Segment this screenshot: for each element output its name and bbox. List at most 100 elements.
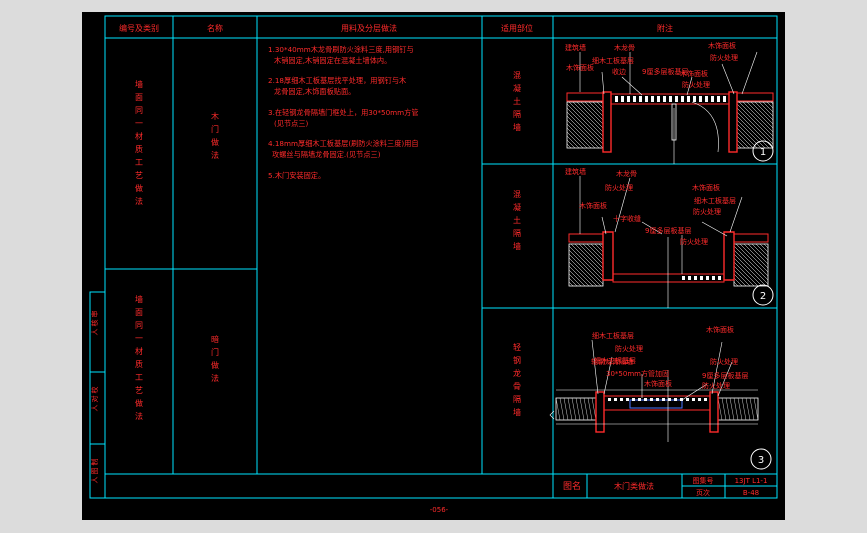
- side-sign-frame: [89, 291, 106, 499]
- svg-text:材: 材: [135, 131, 143, 141]
- svg-text:隔: 隔: [513, 110, 521, 119]
- page-number: -056-: [430, 506, 449, 514]
- svg-text:面: 面: [135, 308, 143, 317]
- detail-number-2: 2: [752, 284, 774, 306]
- d1-label-4: 细木工板基层: [592, 56, 634, 65]
- step-line-7: 4.18mm厚细木工板基层(刷防火涂料三度)用自: [268, 139, 419, 148]
- drawing-name: 木门类做法: [614, 481, 654, 491]
- wall-hatch: [733, 243, 769, 287]
- d1-label-9: 木饰面板: [680, 69, 708, 78]
- d3-label-10: 防火处理: [702, 381, 730, 390]
- svg-text:校: 校: [90, 387, 99, 394]
- cad-drawing: 编号及类别 名称 用料及分层做法 适用部位 附注 墙面同一材质工艺做法木门做法墙…: [89, 15, 778, 514]
- d2-label-2: 木龙骨: [616, 169, 637, 178]
- step-line-2: 木销固定,木销固定在混凝土墙体内。: [274, 56, 391, 65]
- svg-text:材: 材: [135, 346, 143, 356]
- step-line-1: 1.30*40mm木龙骨刷防火涂料三度,用钢钉与: [268, 45, 414, 54]
- svg-text:墙: 墙: [513, 122, 521, 132]
- svg-text:做: 做: [135, 183, 143, 193]
- drawing-sheet: 编号及类别 名称 用料及分层做法 适用部位 附注 墙面同一材质工艺做法木门做法墙…: [82, 12, 785, 520]
- svg-text:墙: 墙: [135, 294, 143, 304]
- d1-label-6: 收边: [612, 67, 626, 76]
- svg-text:3: 3: [758, 455, 764, 466]
- d3-label-8: 9厘多层板基层: [702, 371, 748, 380]
- d1-label-7: 9厘多层板基层: [642, 67, 688, 76]
- svg-text:工: 工: [135, 373, 143, 382]
- svg-text:质: 质: [135, 359, 143, 369]
- svg-text:门: 门: [211, 347, 219, 357]
- svg-text:一: 一: [135, 119, 143, 128]
- svg-text:对: 对: [90, 396, 99, 403]
- svg-text:法: 法: [211, 150, 219, 160]
- svg-text:同: 同: [135, 321, 143, 330]
- wall-hatch: [736, 101, 774, 149]
- svg-text:工: 工: [135, 158, 143, 167]
- svg-text:墙: 墙: [513, 241, 521, 251]
- svg-text:同: 同: [135, 106, 143, 115]
- svg-text:骨: 骨: [513, 382, 521, 391]
- svg-text:混: 混: [513, 190, 521, 199]
- svg-text:2: 2: [760, 291, 766, 302]
- svg-text:墙: 墙: [135, 79, 143, 89]
- d2-label-1: 建筑墙: [565, 167, 586, 176]
- d1-label-8: 防火处理: [710, 53, 738, 62]
- svg-text:土: 土: [513, 96, 521, 106]
- svg-text:1: 1: [760, 147, 766, 158]
- svg-text:土: 土: [513, 215, 521, 225]
- svg-text:轻: 轻: [513, 342, 521, 352]
- side-label-3: 制图人: [90, 459, 99, 484]
- d2-label-9: 9厘多层板基层: [645, 226, 691, 235]
- svg-text:法: 法: [135, 411, 143, 421]
- header-notes: 附注: [657, 23, 673, 33]
- wall-hatch: [566, 101, 604, 149]
- svg-text:墙: 墙: [513, 407, 521, 417]
- svg-text:一: 一: [135, 334, 143, 343]
- page-no: B-48: [743, 489, 759, 497]
- d3-label-1: 细木工板基层: [592, 331, 634, 340]
- svg-text:凝: 凝: [513, 83, 521, 93]
- d1-label-10: 防火处理: [682, 80, 710, 89]
- svg-text:面: 面: [135, 93, 143, 102]
- d2-label-4: 木饰面板: [692, 183, 720, 192]
- header-name: 名称: [207, 23, 223, 33]
- svg-text:隔: 隔: [513, 229, 521, 238]
- d1-label-2: 木龙骨: [614, 43, 635, 52]
- step-line-6: (见节点三): [274, 119, 309, 128]
- svg-text:凝: 凝: [513, 202, 521, 212]
- d2-label-7: 木饰面板: [579, 201, 607, 210]
- detail-number-1: 1: [752, 140, 774, 162]
- wall-hatch: [568, 243, 604, 287]
- d2-label-3: 防火处理: [605, 183, 633, 192]
- d1-label-1: 建筑墙: [565, 43, 586, 52]
- svg-text:做: 做: [211, 360, 219, 370]
- d2-label-10: 防火处理: [680, 237, 708, 246]
- d1-label-5: 木饰面板: [708, 41, 736, 50]
- svg-text:制: 制: [90, 459, 99, 466]
- header-materials: 用料及分层做法: [341, 23, 397, 33]
- d3-label-9: 木饰面板: [644, 379, 672, 388]
- svg-text:艺: 艺: [135, 171, 143, 180]
- d3-label-2: 木饰面板: [706, 325, 734, 334]
- svg-text:暗: 暗: [211, 334, 219, 344]
- side-label-2: 校对人: [90, 387, 99, 412]
- location-3: 轻钢龙骨隔墙: [513, 342, 521, 417]
- d3-label-7: 30*50mm方管加固: [606, 369, 669, 378]
- svg-text:门: 门: [211, 124, 219, 134]
- svg-text:隔: 隔: [513, 395, 521, 404]
- drawing-name-label: 图名: [563, 480, 581, 492]
- svg-text:人: 人: [91, 405, 99, 412]
- svg-text:图: 图: [91, 468, 99, 475]
- header-location: 适用部位: [501, 23, 533, 33]
- svg-text:核: 核: [90, 320, 99, 327]
- svg-text:做: 做: [211, 137, 219, 147]
- drawing-no: 13JT L1-1: [735, 477, 768, 485]
- svg-text:艺: 艺: [135, 386, 143, 395]
- d1-label-3: 木饰面板: [566, 63, 594, 72]
- svg-text:人: 人: [91, 477, 99, 484]
- header-number-type: 编号及类别: [119, 23, 159, 33]
- svg-text:法: 法: [135, 196, 143, 206]
- page-label: 页次: [696, 488, 710, 497]
